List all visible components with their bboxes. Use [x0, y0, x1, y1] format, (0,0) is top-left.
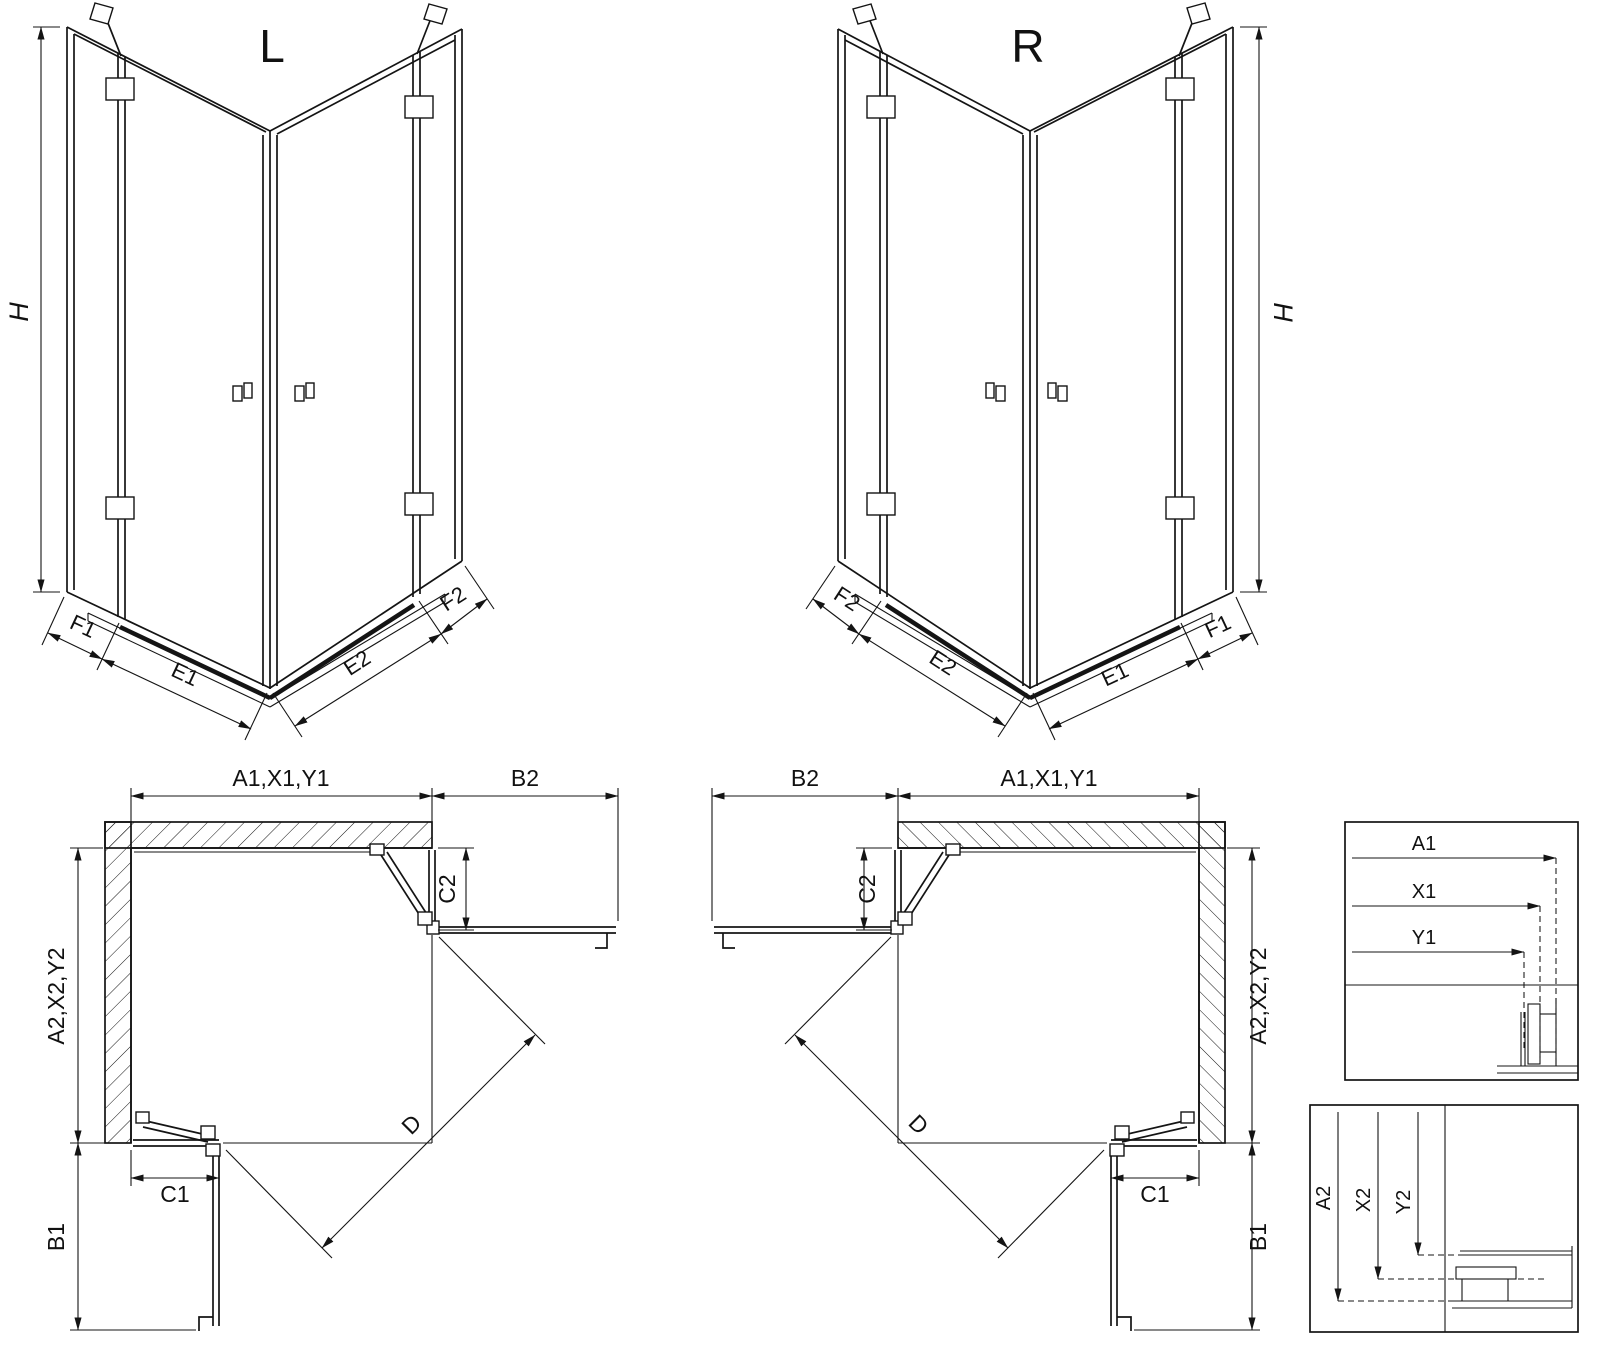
detail-label-x2: X2 — [1353, 1188, 1375, 1212]
plan-left-dim-b1: B1 — [43, 1223, 69, 1251]
detail-label-a2: A2 — [1313, 1186, 1335, 1210]
plan-left-dim-c2: C2 — [434, 874, 460, 903]
iso-left-dim-f2: F2 — [435, 581, 470, 616]
iso-geometry-right — [806, 3, 1267, 740]
detail-depth-frame — [1309, 1104, 1579, 1333]
iso-geometry-left — [33, 3, 494, 740]
iso-view-left: L H F1 E1 E2 F2 — [4, 3, 494, 740]
plan-left-dim-a1: A1,X1,Y1 — [232, 765, 329, 791]
plan-right-dim-c2: C2 — [854, 874, 880, 903]
detail-width-frame — [1344, 821, 1579, 1081]
plan-view-left: A1,X1,Y1 B2 A2,X2,Y2 C2 C1 B1 D — [43, 765, 618, 1331]
plan-left-dim-c1: C1 — [160, 1181, 189, 1207]
iso-right-title: R — [1011, 20, 1044, 72]
plan-right-dim-c1: C1 — [1140, 1181, 1169, 1207]
tray-profile-section — [1452, 1246, 1573, 1309]
plan-right-dim-a2: A2,X2,Y2 — [1245, 947, 1271, 1044]
plan-geometry-right — [712, 788, 1260, 1331]
plan-geometry-left — [70, 788, 618, 1331]
plan-right-dim-b2: B2 — [791, 765, 819, 791]
plan-left-dim-d: D — [396, 1109, 426, 1139]
plan-right-dim-d: D — [904, 1109, 934, 1139]
detail-width-diagram: A1 X1 Y1 — [1344, 821, 1579, 1081]
detail-depth-diagram: A2 X2 Y2 — [1309, 1104, 1579, 1333]
iso-right-dim-h: H — [1268, 302, 1298, 322]
iso-view-right: R H F1 E1 E2 F2 — [806, 3, 1298, 740]
iso-left-title: L — [259, 20, 285, 72]
iso-left-dim-h: H — [4, 302, 34, 322]
plan-left-dim-a2: A2,X2,Y2 — [43, 947, 69, 1044]
iso-right-dim-f2: F2 — [830, 581, 865, 616]
wall-profile-section — [1497, 998, 1578, 1074]
detail-label-y1: Y1 — [1412, 927, 1436, 949]
plan-right-dim-b1: B1 — [1245, 1223, 1271, 1251]
detail-label-y2: Y2 — [1393, 1190, 1415, 1214]
plan-view-right: A1,X1,Y1 B2 A2,X2,Y2 C2 C1 B1 D — [712, 765, 1271, 1331]
detail-label-x1: X1 — [1412, 881, 1436, 903]
iso-right-dim-f1: F1 — [1201, 609, 1235, 643]
plan-right-dim-a1: A1,X1,Y1 — [1000, 765, 1097, 791]
plan-left-dim-b2: B2 — [511, 765, 539, 791]
iso-left-dim-f1: F1 — [66, 609, 100, 643]
detail-label-a1: A1 — [1412, 833, 1436, 855]
